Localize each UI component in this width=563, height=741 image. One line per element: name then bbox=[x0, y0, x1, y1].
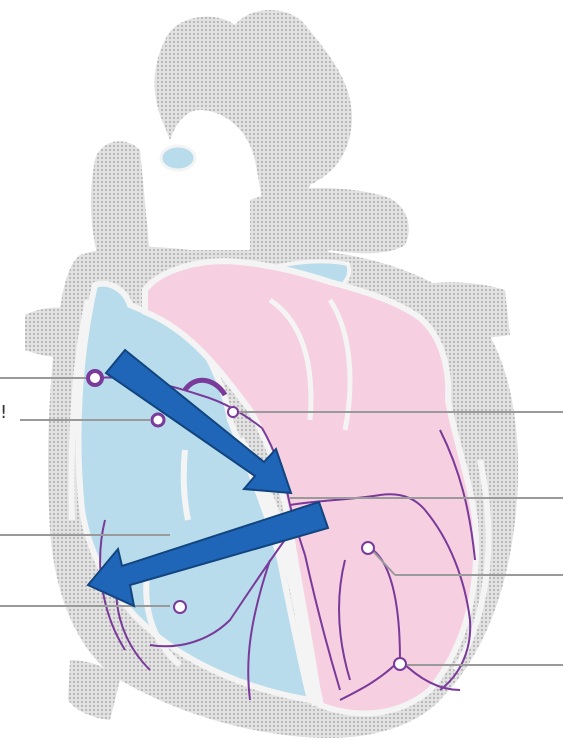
sa-node-marker bbox=[88, 371, 102, 385]
cut-off-label: ! bbox=[0, 404, 7, 422]
left-bundle-marker bbox=[362, 542, 374, 554]
vessel-lumen bbox=[161, 146, 195, 170]
av-node-marker bbox=[152, 414, 164, 426]
apex-marker bbox=[394, 658, 406, 670]
bundle-marker bbox=[228, 407, 238, 417]
purkinje-marker bbox=[174, 601, 186, 613]
